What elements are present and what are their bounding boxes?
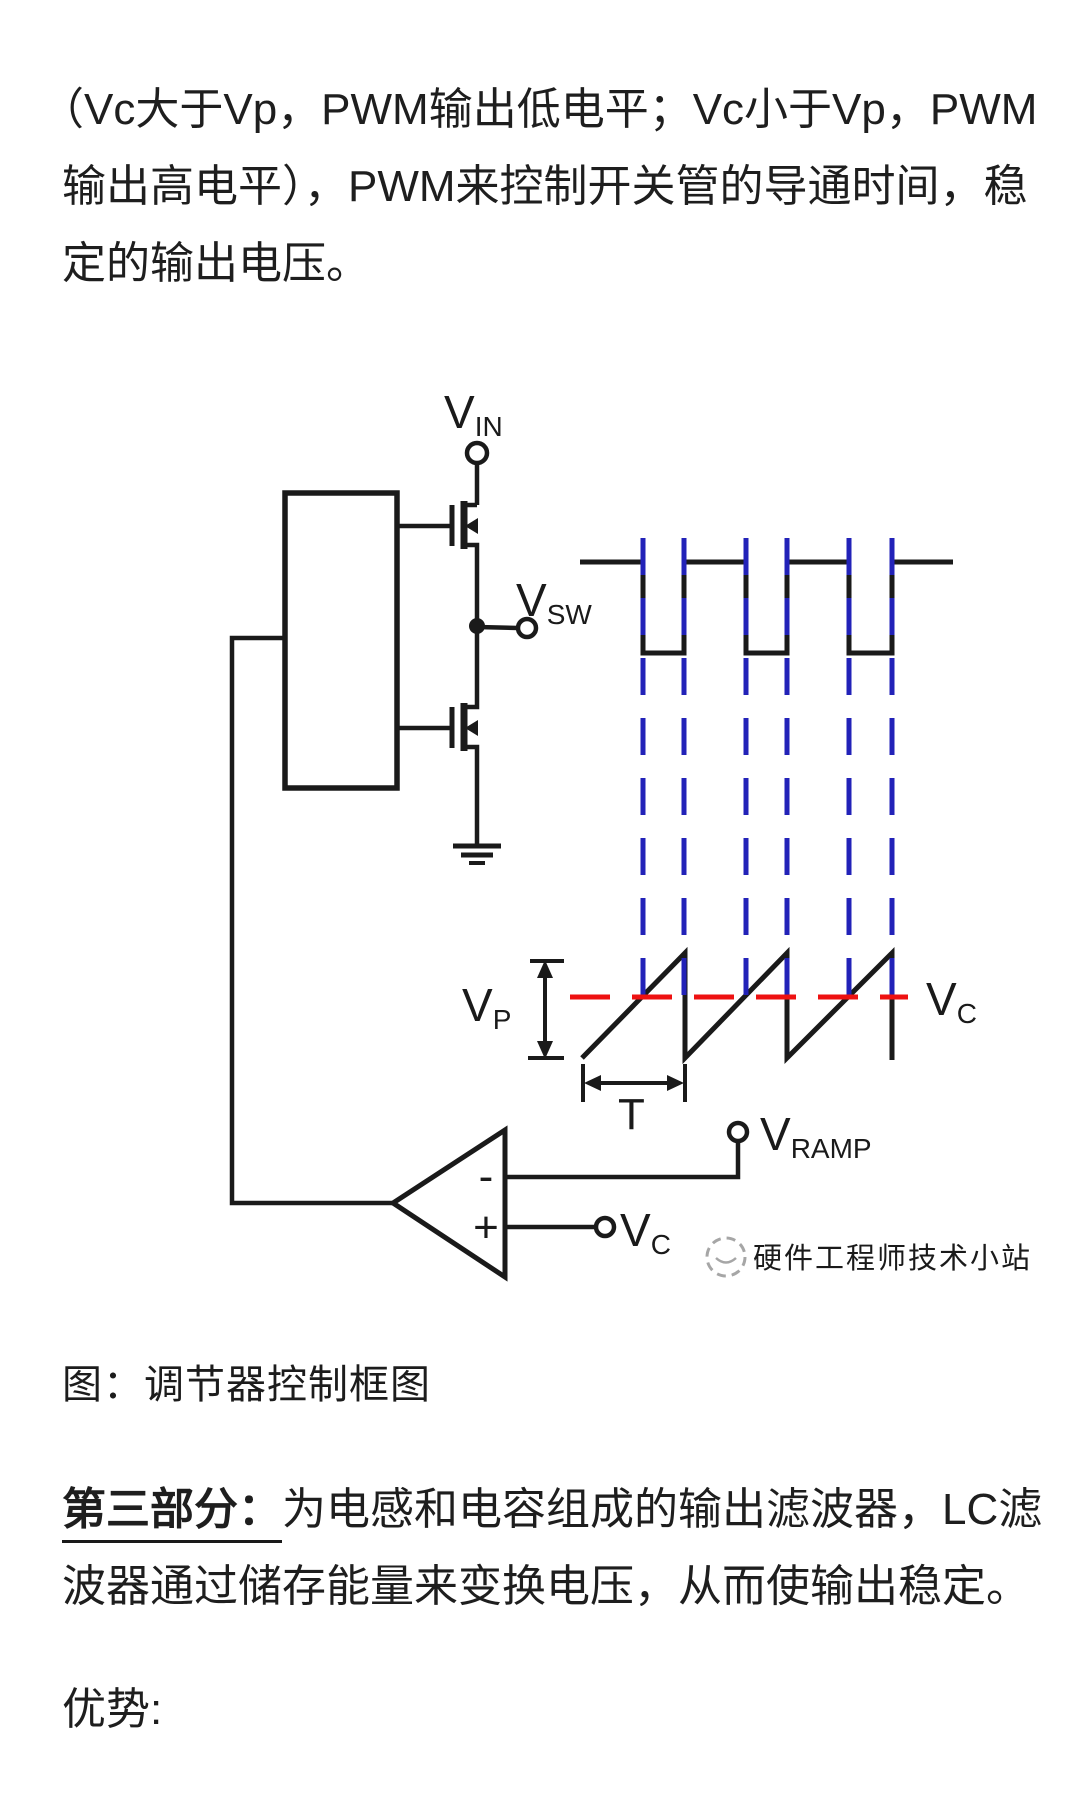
- controller-block: [282, 490, 400, 791]
- vp-arrowhead-down-icon: [537, 1041, 553, 1059]
- part3-line-1: 第三部分：为电感和电容组成的输出滤波器，LC滤: [62, 1484, 1043, 1543]
- intro-line-2: 输出高电平），PWM来控制开关管的导通时间，稳: [62, 162, 1028, 211]
- vramp-terminal-circle: [726, 1120, 750, 1144]
- vc-input-label: VC: [620, 1204, 671, 1260]
- vc-level-label: VC: [926, 973, 977, 1029]
- circuit-strokes: [229, 440, 953, 1282]
- figure-caption: 图：调节器控制框图: [62, 1363, 431, 1407]
- watermark: 硬件工程师技术小站: [705, 1236, 1032, 1278]
- vp-label: VP: [462, 979, 511, 1035]
- t-label: T: [618, 1090, 645, 1139]
- sync-dashed-lines: [640, 538, 895, 998]
- vin-label: VIN: [444, 386, 503, 442]
- high-side-mosfet-arrow-icon: [465, 518, 478, 534]
- t-measure: [581, 1064, 687, 1102]
- vsw-terminal-circle: [515, 616, 539, 640]
- feedback-path: [229, 635, 395, 1206]
- vp-measure: [528, 959, 564, 1060]
- low-side-mosfet: [397, 626, 480, 845]
- part3-line1-rest: 为电感和电容组成的输出滤波器，LC滤: [282, 1485, 1043, 1534]
- part3-line-2: 波器通过储存能量来变换电压，从而使输出稳定。: [62, 1562, 1030, 1611]
- advantages-heading: 优势:: [62, 1685, 163, 1734]
- comparator-minus-label: -: [479, 1152, 494, 1201]
- t-arrowhead-right-icon: [667, 1075, 684, 1091]
- ground-symbol: [453, 843, 501, 865]
- watermark-text: 硬件工程师技术小站: [753, 1242, 1032, 1275]
- watermark-logo-icon: [705, 1236, 747, 1278]
- vp-arrowhead-up-icon: [537, 960, 553, 978]
- vc-terminal-circle: [593, 1215, 617, 1239]
- watermark-logo-smile: [715, 1257, 737, 1264]
- circuit-fills: [465, 518, 684, 1091]
- t-arrowhead-left-icon: [584, 1075, 601, 1091]
- vin-terminal-circle: [464, 440, 490, 466]
- comparator-triangle: [388, 1125, 508, 1282]
- vsw-junction-dot: [469, 618, 485, 634]
- intro-line-1: （Vc大于Vp，PWM输出低电平；Vc小于Vp，PWM: [40, 85, 1038, 134]
- pwm-waveform: [580, 559, 953, 656]
- vramp-label: VRAMP: [760, 1108, 872, 1164]
- intro-line-3: 定的输出电压。: [62, 239, 370, 288]
- vramp-lead: [505, 1142, 741, 1180]
- ramp-waveform: [580, 946, 895, 1065]
- low-side-mosfet-arrow-icon: [465, 720, 478, 736]
- high-side-mosfet: [397, 501, 480, 626]
- vsw-label: VSW: [516, 574, 592, 630]
- part3-lead: 第三部分：: [62, 1485, 282, 1543]
- comparator-plus-label: +: [473, 1203, 499, 1252]
